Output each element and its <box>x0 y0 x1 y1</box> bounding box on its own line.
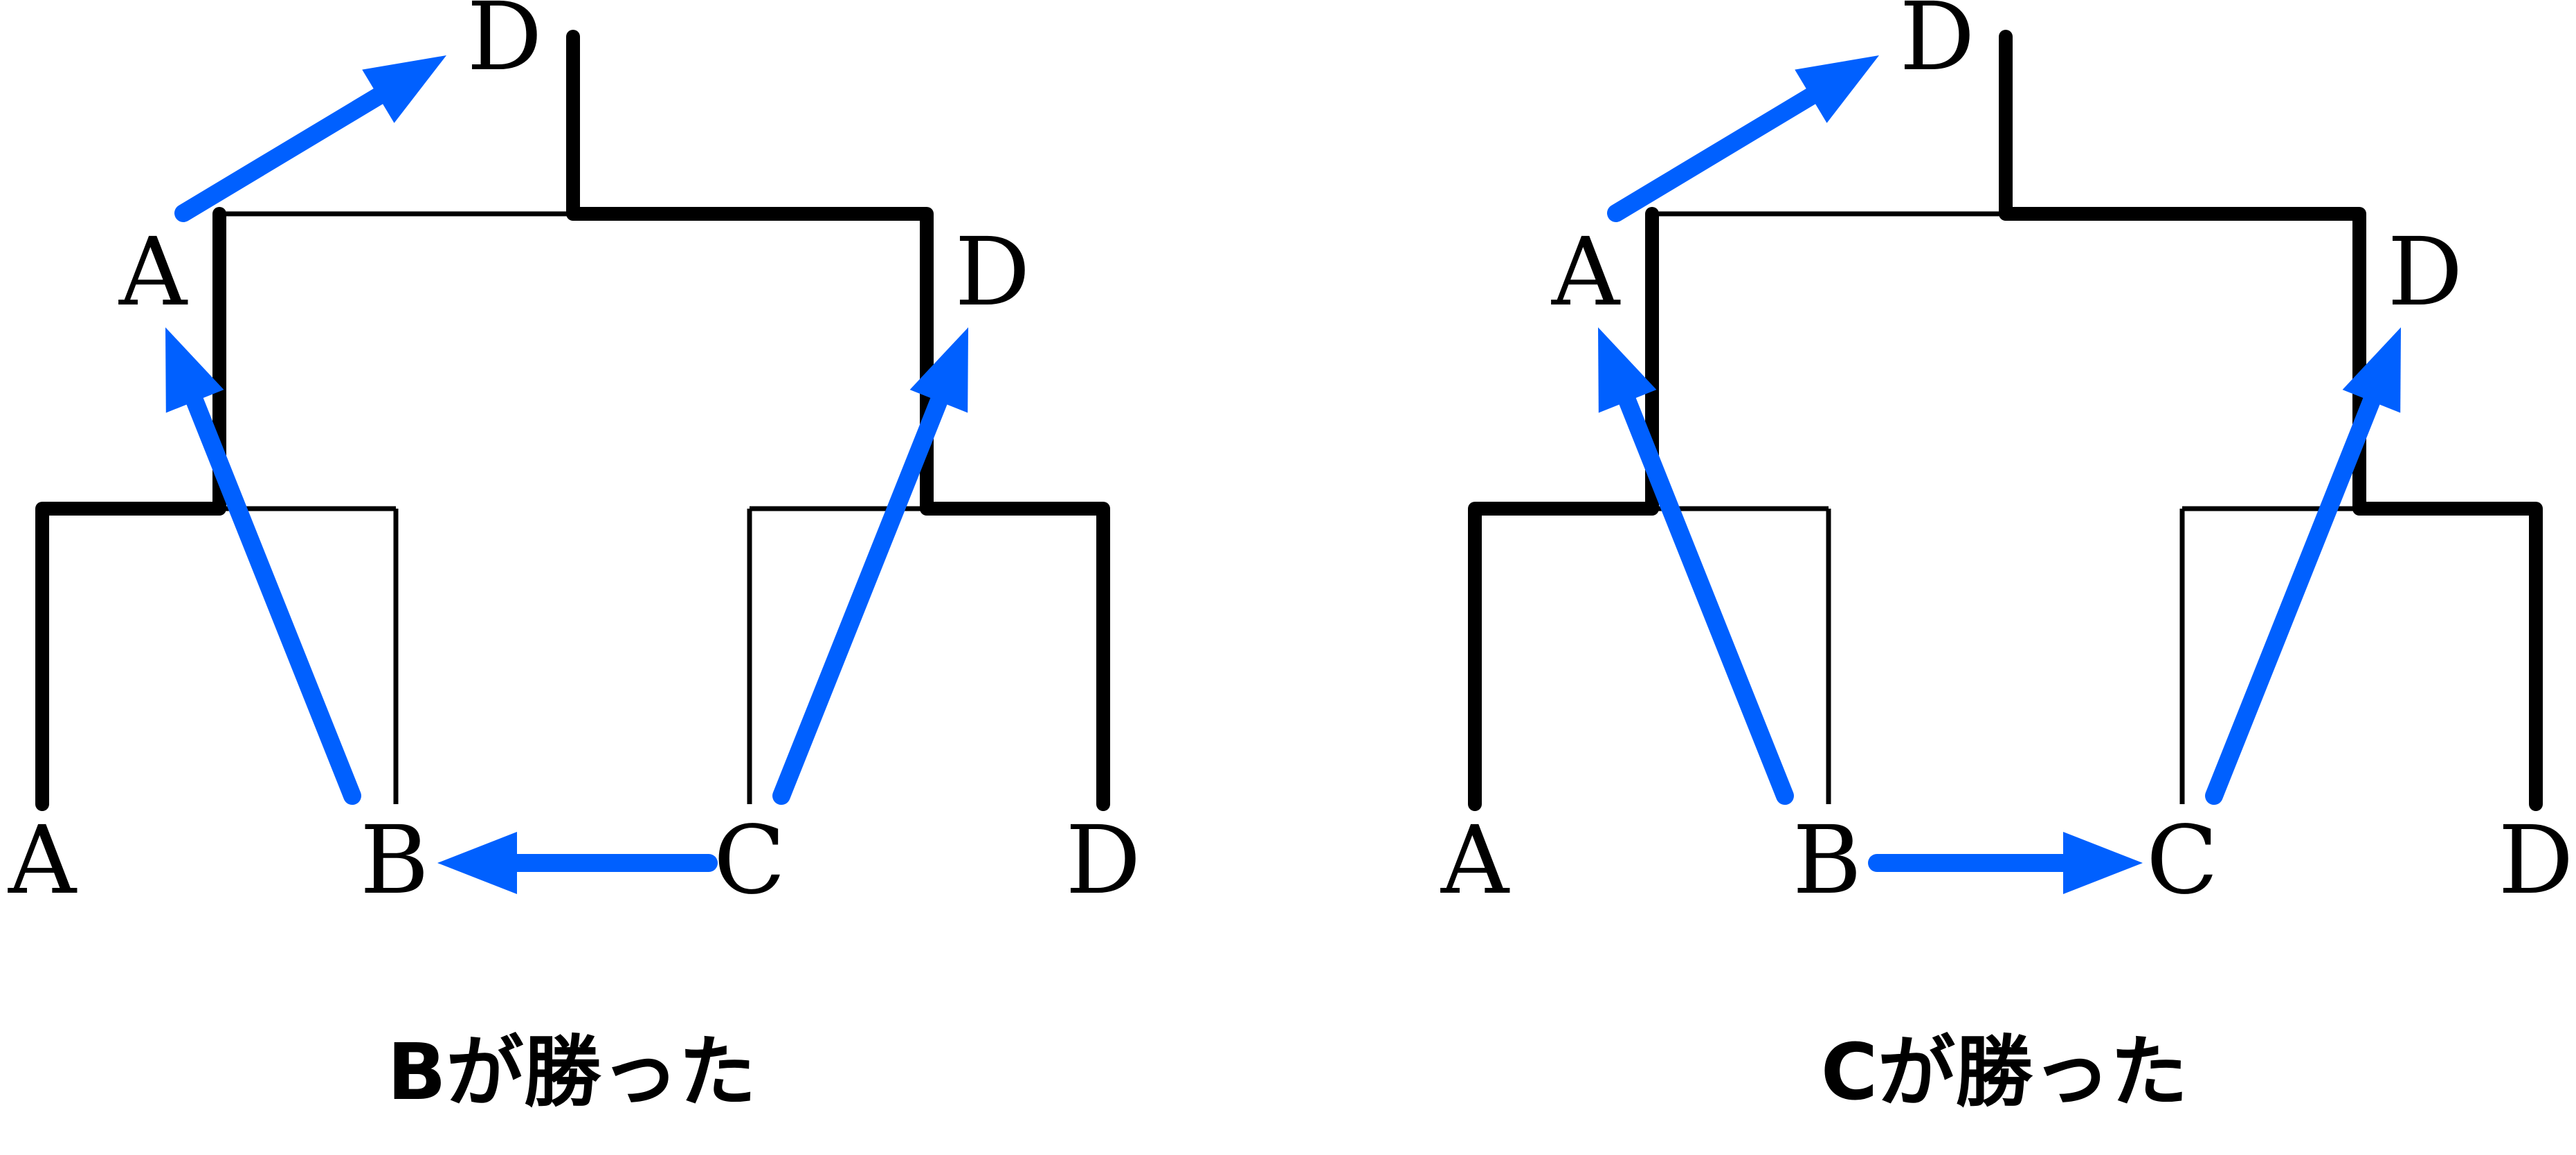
semifinal-label-d: D <box>954 218 1030 327</box>
arrow-a-to-d <box>1607 55 1879 222</box>
semifinal-label-a: A <box>1551 218 1621 327</box>
arrow-c-to-b <box>437 832 718 894</box>
arrow-shaft <box>185 390 361 805</box>
winner-arrows <box>1598 55 2401 894</box>
leaf-label-b: B <box>360 806 429 916</box>
bracket <box>35 30 1110 811</box>
champion-label-d: D <box>466 0 542 92</box>
panel-caption: Cが勝った <box>1821 1028 2188 1118</box>
leaf-label-a: A <box>8 806 78 916</box>
labels: A B C D A D D <box>1440 0 2574 916</box>
arrow-b-to-c <box>1868 832 2143 894</box>
arrow-shaft <box>174 86 390 222</box>
arrow-b-to-a <box>1598 327 1794 805</box>
arrow-shaft <box>1607 86 1822 222</box>
leaf-label-a: A <box>1440 806 1510 916</box>
arrow-head-icon <box>909 327 968 413</box>
arrow-b-to-a <box>165 327 361 805</box>
arrow-head-icon <box>1598 327 1657 413</box>
leaf-label-d: D <box>2498 806 2573 916</box>
leaf-label-c: C <box>2146 806 2218 916</box>
semifinal-label-d: D <box>2387 218 2462 327</box>
arrow-c-to-d <box>2205 327 2401 805</box>
arrow-head-icon <box>1795 55 1879 123</box>
leaf-label-d: D <box>1065 806 1141 916</box>
arrow-head-icon <box>165 327 224 413</box>
bracket <box>1468 30 2543 811</box>
bracket-line-winner <box>35 207 226 811</box>
winner-arrows <box>165 55 968 894</box>
arrow-shaft <box>1617 390 1794 805</box>
leaf-label-c: C <box>714 806 786 916</box>
arrow-head-icon <box>2342 327 2401 413</box>
arrow-shaft <box>2205 390 2382 805</box>
arrow-head-icon <box>437 832 517 894</box>
leaf-label-b: B <box>1793 806 1862 916</box>
arrow-head-icon <box>2063 832 2143 894</box>
panel-right: A B C D A D D Cが勝った <box>1440 0 2574 1118</box>
arrow-a-to-d <box>174 55 446 222</box>
arrow-head-icon <box>362 55 446 123</box>
panel-left: A B C D A D D Bが勝った <box>8 0 1141 1118</box>
champion-label-d: D <box>1899 0 1975 92</box>
bracket-line-winner <box>1999 30 2543 811</box>
bracket-line-winner <box>1468 207 1659 811</box>
arrow-shaft <box>772 390 949 805</box>
arrow-c-to-d <box>772 327 968 805</box>
labels: A B C D A D D <box>8 0 1141 916</box>
panel-caption: Bが勝った <box>387 1028 756 1118</box>
bracket-line-winner <box>566 30 1110 811</box>
semifinal-label-a: A <box>118 218 188 327</box>
